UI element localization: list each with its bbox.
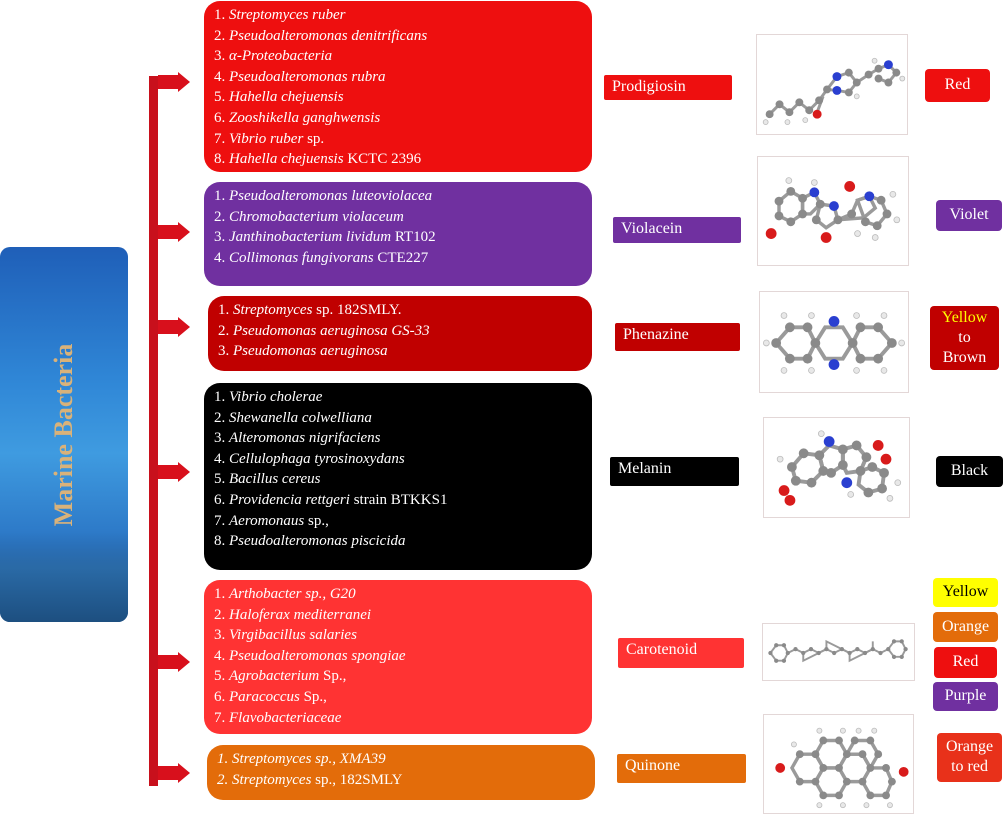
species-item: 8. Pseudoalteromonas piscicida [214, 533, 406, 550]
species-item: 1. Vibrio cholerae [214, 389, 323, 405]
species-item: 3. Pseudomonas aeruginosa [218, 343, 388, 360]
quinone-structure-image [763, 714, 914, 814]
color-label: Violet [949, 206, 989, 223]
side-title: Marine Bacteria [49, 343, 78, 527]
branch-line-quinone [158, 766, 180, 780]
color-label: Orange [945, 738, 994, 755]
species-item: 2. Chromobacterium violaceum [214, 208, 404, 225]
tree-spine [149, 76, 158, 786]
violacein-structure-image [757, 156, 909, 266]
species-item: 4. Pseudoalteromonas spongiae [214, 647, 406, 664]
species-box-phenazine: 1. Streptomyces sp. 182SMLY. 2. Pseudomon… [208, 296, 592, 371]
color-label: Black [950, 462, 989, 479]
carotenoid-structure-image [762, 623, 915, 681]
species-item: 4. Cellulophaga tyrosinoxydans [214, 450, 405, 467]
color-box-yellow: Yellow [933, 578, 998, 607]
species-item: 5. Agrobacterium Sp., [214, 668, 347, 685]
color-box-red-carotenoid: Red [934, 647, 997, 678]
species-item: 3. Virgibacillus salaries [214, 627, 357, 644]
melanin-structure-image [763, 417, 910, 518]
color-label: Red [952, 653, 979, 670]
pigment-label-quinone: Quinone [616, 753, 747, 784]
species-item: 3. α-Proteobacteria [214, 48, 333, 65]
color-label: Yellow [941, 309, 988, 326]
species-item: 1. Streptomyces sp. 182SMLY. [218, 302, 402, 318]
branch-line-violacein [158, 225, 180, 239]
pigment-label-phenazine: Phenazine [614, 322, 741, 352]
species-item: 2. Haloferax mediterranei [214, 606, 372, 623]
species-item: 3. Janthinobacterium lividum RT102 [214, 229, 436, 246]
phenazine-structure-image [759, 291, 909, 393]
branch-arrow-phenazine [178, 317, 190, 337]
color-label: to red [951, 758, 988, 775]
color-label: to [958, 329, 971, 346]
color-box-purple: Purple [933, 682, 998, 711]
species-item: 7. Flavobacteriaceae [214, 709, 342, 726]
species-item: 6. Providencia rettgeri strain BTKKS1 [214, 491, 448, 508]
species-item: 6. Zooshikella ganghwensis [214, 109, 381, 126]
species-item: 4. Pseudoalteromonas rubra [214, 68, 386, 85]
species-item: 1. Streptomyces ruber [214, 7, 346, 23]
species-box-carotenoid: 1. Arthobacter sp., G20 2. Haloferax medi… [204, 580, 592, 734]
species-item: 1. Arthobacter sp., G20 [214, 586, 356, 602]
species-item: 7. Vibrio ruber sp. [214, 130, 325, 147]
species-box-quinone: 1. Streptomyces sp., XMA39 2. Streptomyce… [207, 745, 595, 800]
branch-line-phenazine [158, 320, 180, 334]
species-item: 5. Bacillus cereus [214, 471, 321, 488]
pigment-label-melanin: Melanin [609, 456, 740, 487]
branch-arrow-carotenoid [178, 652, 190, 672]
species-item: 2. Streptomyces sp., 182SMLY [217, 771, 403, 788]
color-label: Yellow [942, 583, 989, 600]
species-item: 4. Collimonas fungivorans CTE227 [214, 249, 429, 266]
pigment-label-carotenoid: Carotenoid [617, 637, 745, 669]
color-label: Purple [944, 687, 987, 704]
color-box-orange-to-red: Orange to red [937, 733, 1002, 782]
color-box-black: Black [936, 456, 1003, 487]
species-box-melanin: 1. Vibrio cholerae 2. Shewanella colwelli… [204, 383, 592, 570]
branch-arrow-violacein [178, 222, 190, 242]
species-box-prodigiosin: 1. Streptomyces ruber 2. Pseudoalteromona… [204, 1, 592, 172]
branch-arrow-prodigiosin [178, 72, 190, 92]
prodigiosin-structure-image [756, 34, 908, 135]
color-label: Orange [941, 618, 990, 635]
species-box-violacein: 1. Pseudoalteromonas luteoviolacea 2. Chr… [204, 182, 592, 286]
pigment-label-violacein: Violacein [612, 216, 742, 244]
species-item: 2. Pseudomonas aeruginosa GS-33 [218, 322, 430, 339]
branch-line-melanin [158, 465, 180, 479]
species-item: 3. Alteromonas nigrifaciens [214, 430, 381, 447]
species-item: 1. Streptomyces sp., XMA39 [217, 751, 386, 767]
species-item: 2. Shewanella colwelliana [214, 409, 372, 426]
branch-line-prodigiosin [158, 75, 180, 89]
species-item: 8. Hahella chejuensis KCTC 2396 [214, 151, 422, 168]
color-label: Red [944, 76, 971, 93]
branch-line-carotenoid [158, 655, 180, 669]
color-box-orange: Orange [933, 612, 998, 642]
marine-bacteria-panel: Marine Bacteria [0, 247, 128, 622]
species-item: 7. Aeromonaus sp., [214, 512, 329, 529]
branch-arrow-quinone [178, 763, 190, 783]
pigment-label-prodigiosin: Prodigiosin [603, 74, 733, 101]
species-item: 2. Pseudoalteromonas denitrificans [214, 27, 428, 44]
color-box-violet: Violet [936, 200, 1002, 231]
reef-background [0, 532, 128, 622]
species-item: 5. Hahella chejuensis [214, 89, 344, 106]
color-box-red: Red [925, 69, 990, 102]
color-label: Brown [942, 349, 987, 366]
branch-arrow-melanin [178, 462, 190, 482]
species-item: 6. Paracoccus Sp., [214, 688, 327, 705]
species-item: 1. Pseudoalteromonas luteoviolacea [214, 188, 433, 204]
